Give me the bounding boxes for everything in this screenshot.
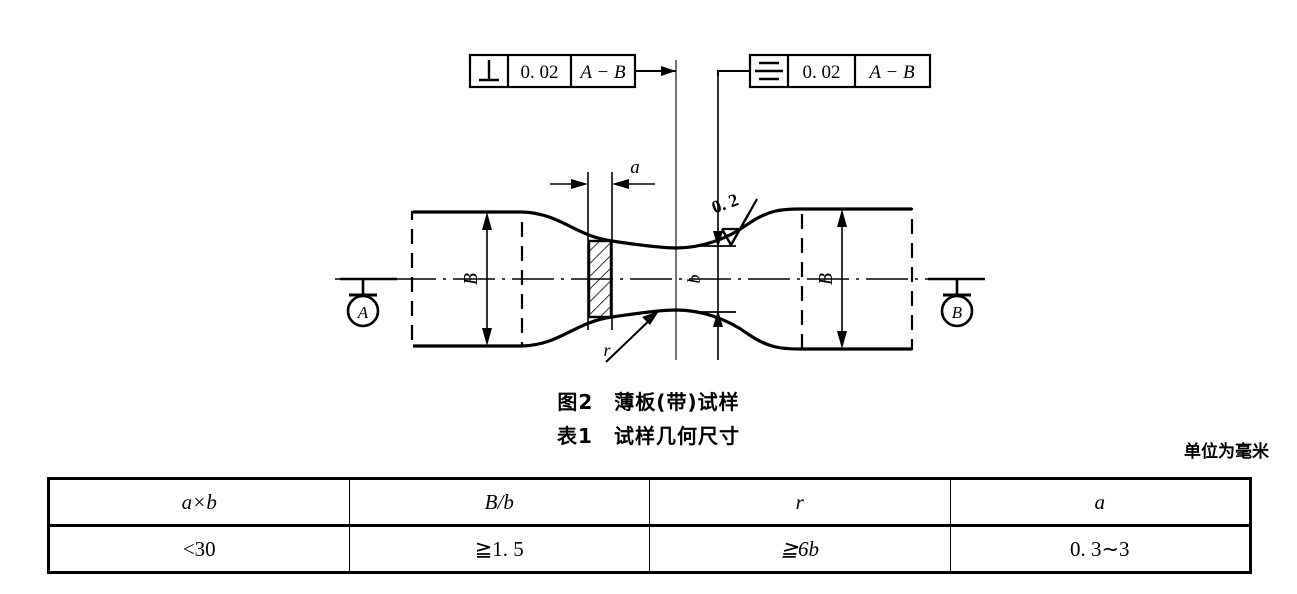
tolerance-frame-symmetry: 0. 02 A − B [717, 53, 932, 89]
datum-a-label: A [357, 303, 369, 322]
cross-section-hatch [587, 239, 613, 319]
datum-reference-2: A − B [867, 62, 915, 83]
datum-b-label: B [952, 303, 963, 322]
specimen-dimension-table: a×b B/b r a <30 ≧1. 5 ≧6b 0. 3∼3 [47, 477, 1252, 574]
unit-note: 单位为毫米 [1184, 442, 1269, 462]
label-a: a [630, 157, 640, 178]
label-b: b [684, 275, 704, 284]
tolerance-frame-perpendicularity: 0. 02 A − B [468, 53, 676, 89]
table-caption: 表1 试样几何尺寸 [557, 424, 740, 448]
datum-feature-b: B [928, 277, 985, 328]
figure-caption: 图2 薄板(带)试样 [557, 390, 740, 414]
table-header-cell-Bb: B/b [348, 477, 650, 527]
technical-drawing-figure: 0. 02 A − B 0. 02 A − B [335, 53, 985, 363]
label-r: r [603, 340, 611, 360]
table-header-cell-axb: a×b [47, 477, 350, 527]
dimension-b-waist: b [684, 231, 736, 327]
table-header-cell-a: a [949, 477, 1252, 527]
table-cell-r-value: ≧6b [649, 525, 951, 574]
grip-outline-right [800, 207, 914, 351]
label-B-left: B [460, 273, 482, 285]
table-row: <30 ≧1. 5 ≧6b 0. 3∼3 [47, 525, 1252, 574]
table-cell-a-value: 0. 3∼3 [949, 525, 1252, 574]
table-cell-Bb-value: ≧1. 5 [348, 525, 650, 574]
datum-feature-a: A [340, 277, 397, 328]
table-cell-axb-value: <30 [47, 525, 350, 574]
datum-reference-1: A − B [578, 62, 626, 83]
table-header-row: a×b B/b r a [47, 477, 1252, 527]
perpendicularity-symbol [479, 60, 499, 82]
grip-outline-left [410, 210, 524, 348]
tolerance-value-2: 0. 02 [803, 62, 841, 83]
symmetry-symbol [755, 61, 783, 81]
label-B-right: B [815, 273, 837, 285]
dimension-B-left: B [460, 212, 492, 346]
dimension-a-thickness: a [550, 157, 655, 189]
table-header-cell-r: r [649, 477, 951, 527]
specimen-profile [413, 207, 912, 351]
dimension-B-right: B [815, 209, 847, 349]
radius-callout-r: r [603, 311, 659, 363]
tolerance-value-1: 0. 02 [521, 62, 559, 83]
roughness-value: 0. 2 [709, 189, 741, 217]
caption-block: 图2 薄板(带)试样 表1 试样几何尺寸 [0, 385, 1297, 453]
